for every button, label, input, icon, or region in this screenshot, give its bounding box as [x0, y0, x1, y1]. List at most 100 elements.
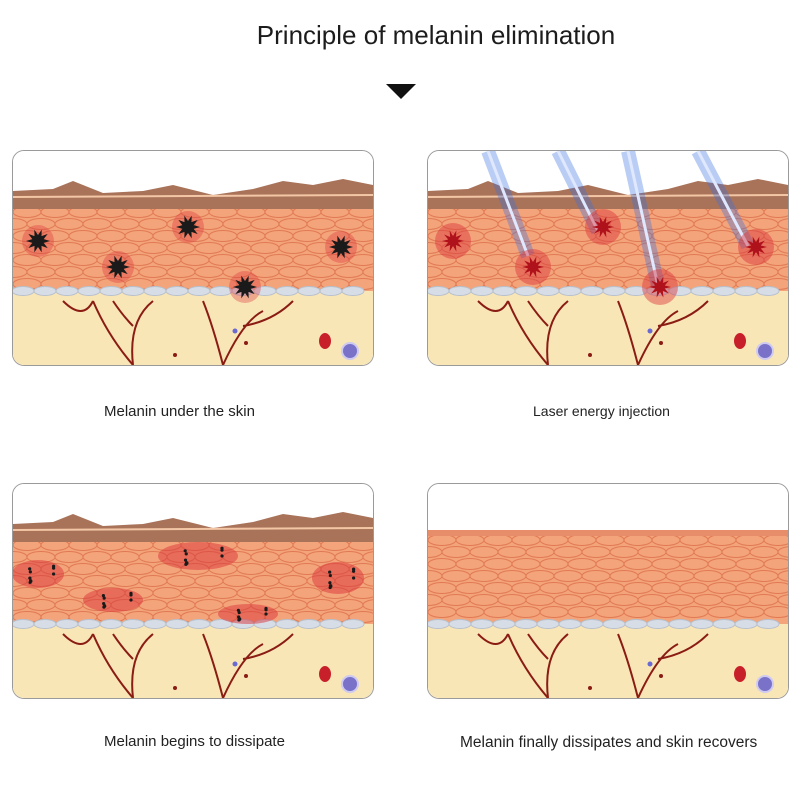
red-blood-cell — [734, 666, 746, 682]
basal-cell — [668, 619, 692, 629]
blood-vessel — [202, 300, 294, 365]
heated-melanin — [442, 230, 464, 252]
skin-diagram-melanin — [13, 151, 373, 365]
lymph-cell — [341, 342, 359, 360]
basal-cell — [492, 286, 516, 296]
basal-cell — [470, 286, 494, 296]
dissipating-zone — [218, 604, 278, 624]
skin-cell — [362, 266, 373, 278]
blood-vessel — [62, 633, 134, 698]
basal-cell — [187, 619, 211, 629]
blood-vessel — [617, 300, 709, 365]
melanin-fragment — [328, 581, 332, 585]
laser-beam — [556, 151, 600, 232]
caption-recovered: Melanin finally dissipates and skin reco… — [460, 734, 758, 751]
basal-cell — [33, 286, 57, 296]
caption-laser: Laser energy injection — [533, 403, 670, 419]
down-arrow-icon — [386, 84, 416, 99]
melanin-fragment — [51, 566, 56, 570]
skin-cell — [777, 546, 788, 558]
melanin-fragment — [129, 593, 133, 597]
basal-cell — [536, 619, 560, 629]
melanin-fragment — [264, 608, 268, 612]
basal-cell — [297, 286, 321, 296]
page-title: Principle of melanin elimination — [256, 20, 616, 50]
basal-cell — [319, 286, 343, 296]
blood-vessel — [62, 300, 134, 365]
melanin-particle — [26, 229, 50, 253]
basal-cell — [514, 286, 538, 296]
red-blood-cell — [734, 333, 746, 349]
corneum-line — [428, 194, 788, 198]
panel-recovered — [427, 483, 789, 699]
blood-vessel — [617, 633, 709, 698]
lymph-cell — [341, 675, 359, 693]
small-cell — [173, 686, 177, 690]
basal-cell — [297, 619, 321, 629]
skin-cell — [763, 254, 788, 266]
basal-cell — [712, 619, 736, 629]
laser-beam — [626, 151, 660, 287]
skin-cell — [348, 587, 373, 599]
skin-cell — [348, 254, 373, 266]
basal-cell — [624, 619, 648, 629]
melanin-particle — [176, 215, 200, 239]
skin-cell — [763, 230, 788, 242]
basal-cell — [428, 286, 450, 296]
basal-cell — [470, 619, 494, 629]
basal-cell — [341, 286, 365, 296]
panel-dissipate — [12, 483, 374, 699]
basal-cell — [165, 286, 189, 296]
blood-vessel — [112, 300, 154, 365]
melanin-fragment — [184, 552, 188, 556]
basal-cell — [99, 286, 123, 296]
heated-melanin — [649, 276, 671, 298]
basal-cell — [55, 619, 79, 629]
melanin-fragment — [183, 549, 187, 553]
dissipating-zone — [83, 588, 143, 612]
melanin-fragment — [328, 570, 332, 574]
blood-vessel — [527, 300, 569, 365]
dermis-layer — [428, 624, 788, 698]
skin-cell — [777, 218, 788, 230]
melanin-fragment — [28, 567, 32, 571]
basal-cell — [165, 619, 189, 629]
small-cell — [647, 661, 653, 667]
melanin-particle — [329, 235, 353, 259]
basal-cell — [341, 619, 365, 629]
skin-cell — [777, 570, 788, 582]
melanin-fragment — [351, 569, 356, 573]
basal-cell — [734, 286, 758, 296]
skin-cell — [362, 218, 373, 230]
dissipating-zone — [13, 560, 64, 588]
stratum-corneum — [13, 512, 373, 542]
dermis-layer — [428, 291, 788, 365]
heated-melanin — [745, 236, 767, 258]
small-cell — [588, 686, 592, 690]
red-blood-cell — [319, 333, 331, 349]
melanin-fragment — [183, 558, 188, 562]
small-cell — [173, 353, 177, 357]
basal-cell — [99, 619, 123, 629]
basal-cell — [558, 619, 582, 629]
small-cell — [244, 674, 248, 678]
basal-cell — [428, 619, 450, 629]
melanin-fragment — [28, 576, 32, 580]
basal-cell — [13, 286, 35, 296]
basal-cell — [756, 619, 780, 629]
melanin-fragment — [185, 561, 189, 565]
panel-laser — [427, 150, 789, 366]
basal-cell — [33, 619, 57, 629]
dermis-layer — [13, 624, 373, 698]
basal-cell — [690, 286, 714, 296]
melanin-fragment — [102, 596, 106, 600]
melanin-fragment — [28, 570, 32, 574]
lymph-cell — [756, 675, 774, 693]
skin-diagram-laser — [428, 151, 788, 365]
small-cell — [244, 341, 248, 345]
melanin-fragment — [52, 572, 56, 576]
melanin-fragment — [238, 617, 242, 621]
skin-cell — [777, 242, 788, 254]
basal-cell — [55, 286, 79, 296]
heated-melanin — [592, 216, 614, 238]
